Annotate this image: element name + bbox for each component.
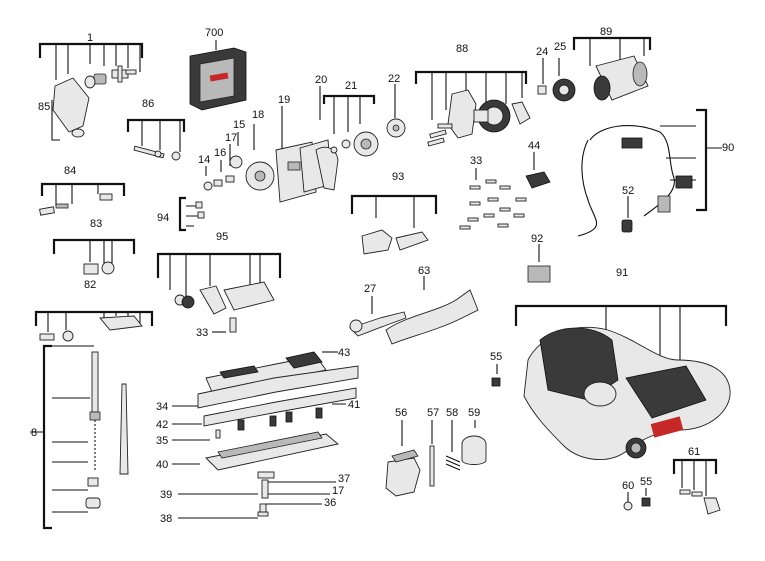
- group-94: [178, 196, 205, 232]
- group-57-58-59: [429, 420, 487, 487]
- label-19: 19: [278, 94, 290, 106]
- label-58: 58: [446, 407, 458, 419]
- group-gear-plates: [203, 86, 379, 203]
- group-33-screws: [459, 168, 527, 230]
- group-61: [672, 458, 721, 515]
- jigsaw-body-icon: [514, 304, 731, 460]
- label-38: 38: [160, 513, 172, 525]
- label-44: 44: [528, 140, 540, 152]
- group-82: [34, 310, 154, 342]
- label-27: 27: [364, 283, 376, 295]
- part-56: [385, 420, 421, 497]
- group-83: [52, 238, 136, 275]
- label-89: 89: [600, 26, 612, 38]
- group-88: [414, 70, 531, 147]
- carry-case-icon: [189, 40, 247, 111]
- label-22: 22: [388, 73, 400, 85]
- label-25: 25: [554, 41, 566, 53]
- label-40: 40: [156, 459, 168, 471]
- group-84: [39, 182, 126, 216]
- group-lower-bolts: [178, 471, 336, 519]
- label-55a: 55: [490, 351, 502, 363]
- label-700: 700: [205, 27, 223, 39]
- label-21: 21: [345, 80, 357, 92]
- label-56: 56: [395, 407, 407, 419]
- part-55a: [491, 364, 501, 387]
- group-base: [172, 365, 359, 471]
- label-94: 94: [157, 212, 169, 224]
- group-1: [38, 42, 144, 141]
- label-82: 82: [84, 279, 96, 291]
- label-60: 60: [622, 480, 634, 492]
- motor-icon: [572, 36, 652, 101]
- group-60-55b: [623, 488, 651, 511]
- label-17: 17: [225, 132, 237, 144]
- part-22: [386, 84, 406, 138]
- label-15: 15: [233, 119, 245, 131]
- label-17b: 17: [332, 485, 344, 497]
- label-14: 14: [198, 154, 210, 166]
- label-18: 18: [252, 109, 264, 121]
- label-92: 92: [531, 233, 543, 245]
- label-52: 52: [622, 185, 634, 197]
- label-55b: 55: [640, 476, 652, 488]
- group-90: [577, 108, 722, 237]
- label-34: 34: [156, 401, 168, 413]
- part-27: [349, 296, 407, 337]
- label-43: 43: [338, 347, 350, 359]
- label-93: 93: [392, 171, 404, 183]
- label-8: 8: [31, 427, 37, 439]
- label-42: 42: [156, 419, 168, 431]
- label-37: 37: [338, 473, 350, 485]
- label-20: 20: [315, 74, 327, 86]
- group-86: [126, 118, 186, 161]
- label-63: 63: [418, 265, 430, 277]
- part-63: [385, 276, 479, 345]
- label-84: 84: [64, 165, 76, 177]
- part-44: [525, 152, 551, 189]
- label-85: 85: [38, 101, 50, 113]
- part-92: [527, 244, 551, 283]
- label-33a: 33: [470, 155, 482, 167]
- part-52: [621, 196, 633, 233]
- label-88: 88: [456, 43, 468, 55]
- group-95: [156, 252, 282, 333]
- label-57: 57: [427, 407, 439, 419]
- label-39: 39: [160, 489, 172, 501]
- group-24-25: [537, 58, 576, 102]
- label-1: 1: [87, 32, 93, 44]
- label-35: 35: [156, 435, 168, 447]
- label-36: 36: [324, 497, 336, 509]
- label-95: 95: [216, 231, 228, 243]
- label-41: 41: [348, 399, 360, 411]
- label-16: 16: [214, 147, 226, 159]
- label-86: 86: [142, 98, 154, 110]
- label-61: 61: [688, 446, 700, 458]
- label-33b: 33: [196, 327, 208, 339]
- label-90: 90: [722, 142, 734, 154]
- label-59: 59: [468, 407, 480, 419]
- label-83: 83: [90, 218, 102, 230]
- label-91: 91: [616, 267, 628, 279]
- group-8: [30, 344, 129, 530]
- label-24: 24: [536, 46, 548, 58]
- group-93: [350, 194, 438, 255]
